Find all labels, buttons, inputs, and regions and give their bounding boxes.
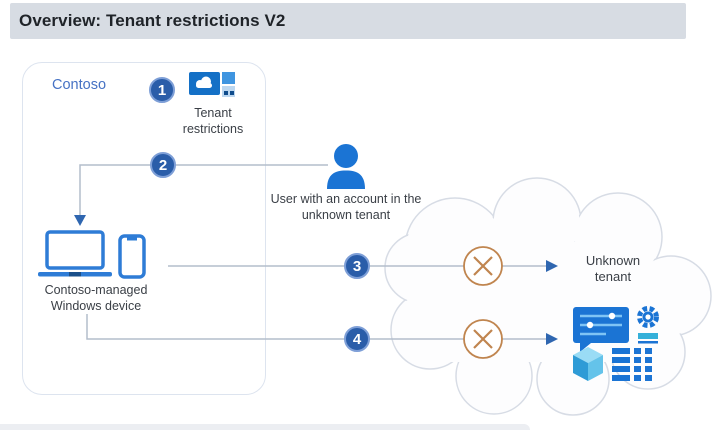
- device-label: Contoso-managed Windows device: [44, 283, 148, 313]
- page-title: Overview: Tenant restrictions V2: [19, 11, 286, 30]
- unknown-tenant-label: Unknown tenant: [585, 253, 641, 285]
- user-icon: [325, 143, 367, 189]
- step-4-badge: 4: [344, 326, 370, 352]
- cube-icon: [573, 347, 603, 381]
- step2-connector: [79, 164, 328, 216]
- user-label: User with an account in the unknown tena…: [270, 192, 422, 222]
- arrow-right-icon: [546, 333, 558, 345]
- tenant-restrictions-label: Tenant restrictions: [182, 106, 244, 136]
- step-1-badge: 1: [149, 77, 175, 103]
- step-3-number: 3: [352, 257, 362, 275]
- title-bar: Overview: Tenant restrictions V2: [10, 3, 686, 39]
- step-4-number: 4: [352, 330, 362, 348]
- blocked-cross-circle-icon: [463, 246, 503, 286]
- arrow-right-icon: [546, 260, 558, 272]
- app-window-icon: [573, 307, 629, 352]
- step-2-badge: 2: [150, 152, 176, 178]
- step-3-badge: 3: [344, 253, 370, 279]
- step-2-number: 2: [158, 156, 168, 174]
- gear-icon: [637, 306, 659, 344]
- apps-and-services-icons: [570, 303, 665, 381]
- tenant-restrictions-icon: [189, 70, 237, 100]
- next-section-edge: [0, 424, 530, 430]
- table-icon: [612, 348, 652, 381]
- blocked-cross-circle-icon: [463, 319, 503, 359]
- step-1-number: 1: [157, 81, 167, 99]
- arrow-down-icon: [74, 215, 86, 226]
- laptop-and-smartphone-icon: [38, 228, 148, 282]
- step4-connector: [86, 314, 546, 340]
- contoso-label: Contoso: [52, 77, 107, 93]
